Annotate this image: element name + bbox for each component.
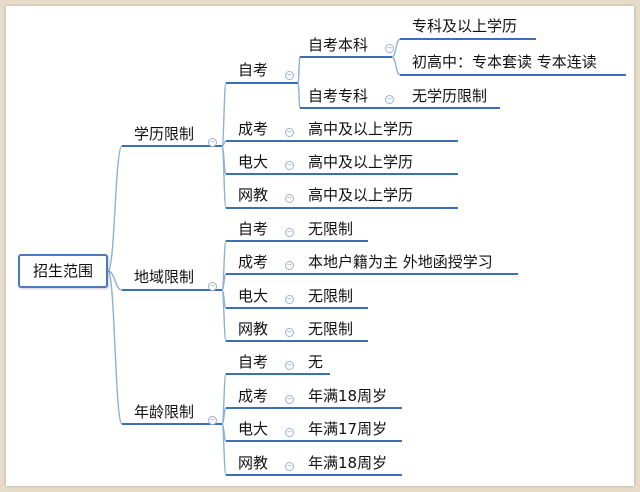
edu-zikao-associate[interactable]: 自考专科: [308, 87, 369, 105]
connector-28: [221, 423, 227, 476]
age-chengkao-req: 年满18周岁: [308, 387, 388, 405]
edu-wangjiao[interactable]: 网教: [238, 186, 269, 204]
branch-age[interactable]: 年龄限制: [134, 403, 195, 421]
edu-wangjiao-req: 高中及以上学历: [308, 186, 414, 204]
age-wangjiao[interactable]: 网教: [238, 454, 269, 472]
connector-20: [221, 289, 227, 342]
connector-41: [297, 56, 301, 84]
collapse-minus-icon[interactable]: −: [285, 328, 294, 337]
edu-dianda[interactable]: 电大: [238, 153, 269, 171]
connector-42: [297, 82, 301, 109]
collapse-minus-icon[interactable]: −: [285, 71, 294, 80]
collapse-minus-icon[interactable]: −: [285, 261, 294, 270]
connector-46: [391, 56, 401, 76]
region-zikao-req: 无限制: [308, 220, 354, 238]
collapse-minus-icon[interactable]: −: [385, 44, 394, 53]
collapse-minus-icon[interactable]: −: [285, 194, 294, 203]
collapse-minus-icon[interactable]: −: [285, 361, 294, 370]
collapse-minus-icon[interactable]: −: [285, 228, 294, 237]
connector-1: [107, 270, 123, 291]
edu-dianda-req: 高中及以上学历: [308, 153, 414, 171]
region-zikao[interactable]: 自考: [238, 220, 269, 238]
branch-region[interactable]: 地域限制: [134, 268, 195, 286]
edu-chengkao[interactable]: 成考: [238, 120, 269, 138]
collapse-minus-icon[interactable]: −: [285, 428, 294, 437]
collapse-minus-icon[interactable]: −: [285, 395, 294, 404]
root-node[interactable]: 招生范围: [18, 254, 108, 288]
collapse-minus-icon[interactable]: −: [285, 128, 294, 137]
age-wangjiao-req: 年满18周岁: [308, 454, 388, 472]
edu-zikao-bachelor[interactable]: 自考本科: [308, 36, 369, 54]
connector-0: [107, 145, 123, 272]
edu-zikao-bachelor-req2: 初高中：专本套读 专本连读: [412, 53, 597, 71]
collapse-minus-icon[interactable]: −: [208, 282, 217, 291]
collapse-minus-icon[interactable]: −: [285, 295, 294, 304]
age-dianda-req: 年满17周岁: [308, 420, 388, 438]
age-zikao-req: 无: [308, 353, 324, 371]
mindmap-canvas: [6, 6, 634, 486]
connector-6: [221, 82, 227, 147]
edu-chengkao-req: 高中及以上学历: [308, 120, 414, 138]
edu-zikao-bachelor-req1: 专科及以上学历: [412, 17, 518, 35]
connector-45: [391, 38, 401, 58]
collapse-minus-icon[interactable]: −: [208, 416, 217, 425]
region-chengkao[interactable]: 成考: [238, 253, 269, 271]
collapse-minus-icon[interactable]: −: [208, 138, 217, 147]
region-wangjiao[interactable]: 网教: [238, 320, 269, 338]
age-zikao[interactable]: 自考: [238, 353, 269, 371]
age-dianda[interactable]: 电大: [238, 420, 269, 438]
connector-2: [107, 270, 123, 425]
branch-education[interactable]: 学历限制: [134, 125, 195, 143]
collapse-minus-icon[interactable]: −: [285, 462, 294, 471]
region-dianda-req: 无限制: [308, 287, 354, 305]
age-chengkao[interactable]: 成考: [238, 387, 269, 405]
collapse-minus-icon[interactable]: −: [385, 95, 394, 104]
connector-12: [221, 145, 227, 209]
edu-zikao[interactable]: 自考: [238, 61, 269, 79]
region-wangjiao-req: 无限制: [308, 320, 354, 338]
region-dianda[interactable]: 电大: [238, 287, 269, 305]
edu-zikao-associate-req: 无学历限制: [412, 87, 488, 105]
collapse-minus-icon[interactable]: −: [285, 161, 294, 170]
region-chengkao-req: 本地户籍为主 外地函授学习: [308, 253, 493, 271]
